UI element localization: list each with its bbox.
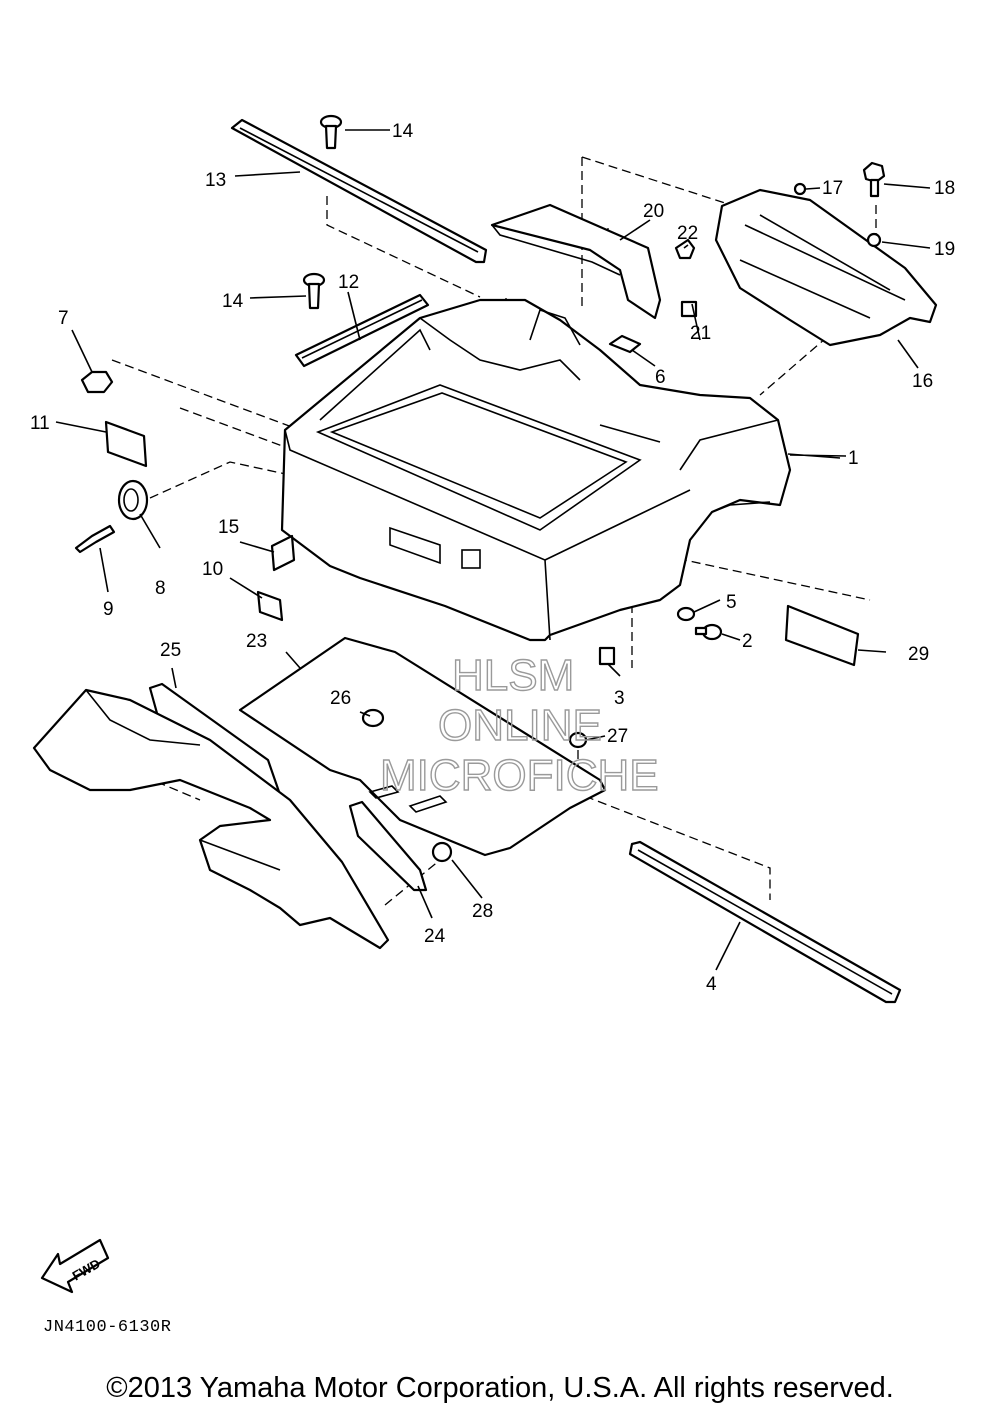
copyright-notice: ©2013 Yamaha Motor Corporation, U.S.A. A… bbox=[106, 1372, 894, 1404]
callout-20: 20 bbox=[643, 201, 664, 222]
part-22-clip bbox=[674, 238, 696, 260]
part-6-grommet bbox=[608, 334, 642, 354]
part-8-cap bbox=[117, 479, 149, 521]
watermark-line-2: ONLINE bbox=[438, 701, 602, 750]
part-17-bolt bbox=[793, 182, 807, 196]
watermark-line-1: HLSM bbox=[452, 651, 574, 700]
callout-16: 16 bbox=[912, 371, 933, 392]
callout-14-lower: 14 bbox=[222, 291, 244, 312]
part-19-washer bbox=[866, 232, 882, 248]
part-28-plug bbox=[431, 841, 453, 863]
callout-24: 24 bbox=[424, 926, 446, 947]
callout-14-upper: 14 bbox=[392, 121, 414, 142]
part-13-rail bbox=[230, 118, 488, 264]
part-20-cover bbox=[490, 203, 662, 320]
watermark: HLSM ONLINE MICROFICHE bbox=[379, 650, 659, 800]
part-16-tray bbox=[714, 188, 938, 347]
callout-8: 8 bbox=[155, 578, 166, 599]
leader-lines bbox=[55, 129, 931, 971]
callout-7: 7 bbox=[58, 308, 69, 329]
callout-12: 12 bbox=[338, 272, 359, 293]
callout-25: 25 bbox=[160, 640, 181, 661]
callouts: 1 2 3 4 5 6 7 8 9 10 11 12 13 14 14 15 1… bbox=[30, 121, 955, 995]
part-7-cap bbox=[80, 370, 114, 394]
part-26-plug bbox=[361, 708, 385, 728]
callout-2: 2 bbox=[742, 631, 753, 652]
callout-19: 19 bbox=[934, 239, 955, 260]
callout-28: 28 bbox=[472, 901, 493, 922]
callout-26: 26 bbox=[330, 688, 351, 709]
part-14-rivet-b bbox=[302, 272, 326, 310]
callout-23: 23 bbox=[246, 631, 267, 652]
diagram-code: JN4100-6130R bbox=[43, 1318, 172, 1337]
part-15-pad bbox=[270, 534, 296, 572]
callout-21: 21 bbox=[690, 323, 711, 344]
callout-4: 4 bbox=[706, 974, 717, 995]
fwd-arrow-icon: FWD bbox=[40, 1238, 110, 1294]
part-10-pad bbox=[256, 590, 284, 622]
part-2-screw bbox=[694, 623, 723, 641]
callout-3: 3 bbox=[614, 688, 625, 709]
part-11-pad bbox=[104, 420, 148, 468]
callout-1: 1 bbox=[848, 448, 859, 469]
part-3-nut bbox=[598, 646, 616, 666]
part-29-plate bbox=[784, 604, 860, 667]
callout-18: 18 bbox=[934, 178, 955, 199]
callout-6: 6 bbox=[655, 367, 666, 388]
part-5-washer bbox=[676, 606, 696, 622]
callout-5: 5 bbox=[726, 592, 737, 613]
part-9-rivet bbox=[74, 524, 116, 554]
callout-9: 9 bbox=[103, 599, 114, 620]
callout-15: 15 bbox=[218, 517, 239, 538]
part-4-strip bbox=[628, 840, 902, 1004]
part-1-body bbox=[280, 298, 792, 642]
callout-13: 13 bbox=[205, 170, 226, 191]
watermark-line-3: MICROFICHE bbox=[380, 751, 659, 800]
callout-27: 27 bbox=[607, 726, 628, 747]
callout-17: 17 bbox=[822, 178, 843, 199]
part-18-bolt bbox=[862, 161, 886, 198]
callout-22: 22 bbox=[677, 223, 698, 244]
part-14-rivet-a bbox=[319, 114, 343, 150]
part-12-rail bbox=[294, 293, 430, 368]
callout-11: 11 bbox=[30, 413, 50, 434]
part-23-floor bbox=[238, 636, 607, 857]
callout-29: 29 bbox=[908, 644, 929, 665]
seat-phantom bbox=[32, 688, 390, 950]
callout-10: 10 bbox=[202, 559, 223, 580]
part-24-panel bbox=[348, 800, 428, 892]
